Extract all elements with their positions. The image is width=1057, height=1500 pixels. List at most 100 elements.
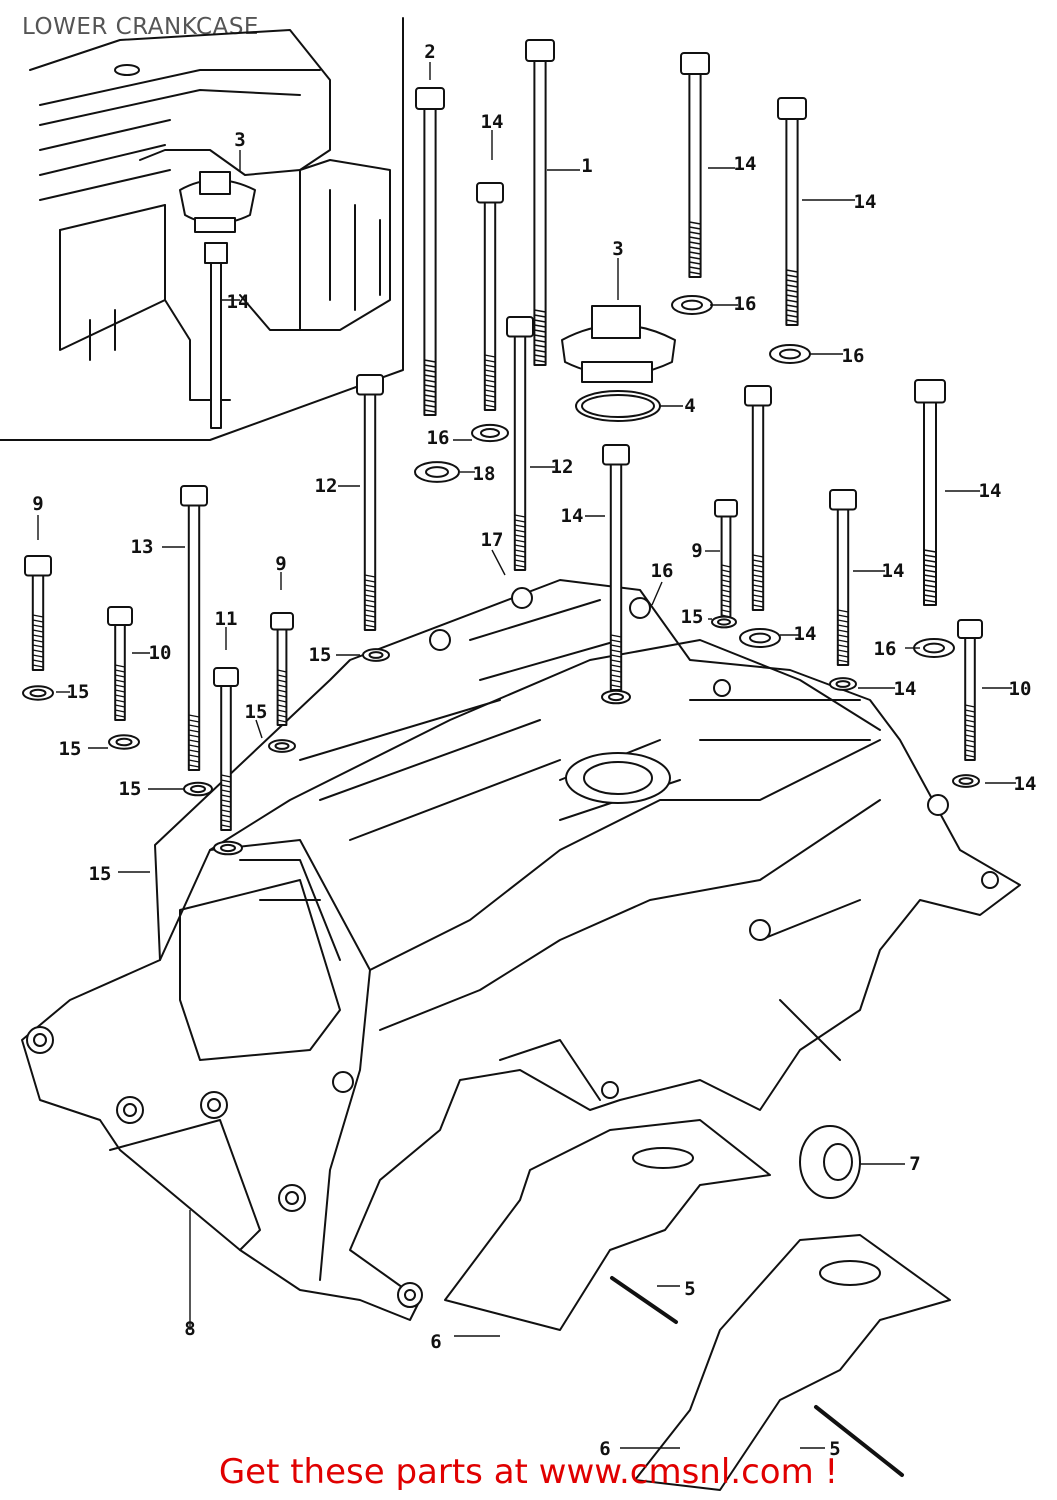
bolt — [506, 316, 534, 571]
callout-15: 15 — [119, 778, 185, 800]
callout-number: 9 — [691, 540, 702, 562]
bolt — [180, 485, 208, 771]
callout-16: 16 — [427, 427, 472, 449]
callout-14: 14 — [780, 623, 816, 645]
callout-number: 15 — [309, 644, 332, 666]
callout-15: 15 — [309, 644, 360, 666]
callout-number: 15 — [681, 606, 704, 628]
bolt — [829, 489, 857, 666]
callout-14: 14 — [985, 773, 1036, 795]
footer-link[interactable]: Get these parts at www.cmsnl.com ! — [218, 1452, 839, 1492]
callout-number: 5 — [829, 1438, 840, 1460]
callout-10: 10 — [982, 678, 1031, 700]
callout-number: 2 — [424, 41, 435, 63]
washer — [362, 648, 390, 662]
washer — [739, 628, 781, 648]
callout-10: 10 — [132, 642, 171, 664]
callout-number: 14 — [227, 291, 250, 313]
callout-number: 14 — [979, 480, 1002, 502]
washer — [22, 685, 54, 701]
callout-15: 15 — [56, 681, 89, 703]
callout-number: 14 — [481, 111, 504, 133]
washer — [601, 689, 631, 705]
callout-number: 18 — [473, 463, 496, 485]
washer — [268, 739, 296, 753]
washer — [213, 840, 243, 856]
callout-16: 16 — [810, 345, 864, 367]
callout-14: 14 — [802, 191, 876, 213]
callout-9: 9 — [275, 553, 287, 590]
callout-number: 3 — [612, 238, 623, 260]
callout-4: 4 — [660, 395, 696, 417]
leader-line — [651, 581, 663, 606]
callout-15: 15 — [89, 863, 150, 885]
callout-number: 7 — [909, 1153, 920, 1175]
callout-number: 12 — [315, 475, 338, 497]
callout-number: 11 — [215, 608, 238, 630]
callout-5: 5 — [800, 1438, 841, 1460]
callout-number: 13 — [131, 536, 154, 558]
filler-plug — [561, 305, 676, 422]
callout-number: 14 — [561, 505, 584, 527]
callout-number: 8 — [184, 1318, 195, 1340]
callout-number: 16 — [427, 427, 450, 449]
callout-number: 16 — [734, 293, 757, 315]
callout-7: 7 — [860, 1153, 921, 1175]
callout-6: 6 — [599, 1438, 680, 1460]
bolt — [957, 619, 983, 761]
leader-line — [491, 549, 506, 576]
washer — [108, 734, 140, 750]
callout-14: 14 — [561, 505, 605, 527]
callout-16: 16 — [651, 560, 673, 606]
bolt — [777, 97, 807, 326]
callout-number: 9 — [275, 553, 286, 575]
bolt — [356, 374, 384, 631]
callout-3: 3 — [612, 238, 624, 300]
callout-number: 14 — [882, 560, 905, 582]
callout-number: 14 — [1014, 773, 1037, 795]
callout-16: 16 — [874, 638, 920, 660]
bolt-group — [24, 39, 983, 831]
callout-1: 1 — [547, 155, 593, 177]
washer — [711, 615, 737, 629]
callout-number: 15 — [67, 681, 90, 703]
callout-number: 10 — [1009, 678, 1032, 700]
callout-number: 9 — [32, 493, 43, 515]
callout-number: 6 — [430, 1331, 441, 1353]
callout-14: 14 — [853, 560, 904, 582]
callout-number: 16 — [842, 345, 865, 367]
washer — [671, 295, 713, 315]
callout-18: 18 — [460, 463, 495, 485]
callout-number: 17 — [481, 529, 504, 551]
rubber-plug — [799, 1125, 861, 1199]
callout-14: 14 — [945, 480, 1001, 502]
callout-number: 4 — [684, 395, 695, 417]
bolt — [24, 555, 52, 671]
callout-14: 14 — [858, 678, 916, 700]
callout-5: 5 — [657, 1278, 696, 1300]
callout-9: 9 — [32, 493, 44, 540]
bolt — [525, 39, 555, 366]
bolt — [107, 606, 133, 721]
callout-number: 15 — [89, 863, 112, 885]
callout-number: 15 — [59, 738, 82, 760]
callout-number: 14 — [854, 191, 877, 213]
bolt — [680, 52, 710, 278]
bolt — [714, 499, 738, 621]
callout-9: 9 — [691, 540, 720, 562]
page-title: LOWER CRANKCASE — [22, 14, 259, 40]
callout-16: 16 — [710, 293, 756, 315]
callout-number: 10 — [149, 642, 172, 664]
washer — [769, 344, 811, 364]
callout-number: 1 — [581, 155, 592, 177]
callout-11: 11 — [215, 608, 238, 650]
washer-group — [22, 295, 980, 856]
bolt — [415, 87, 445, 416]
inset-detail — [0, 17, 404, 441]
callout-14: 14 — [481, 111, 504, 160]
callout-6: 6 — [430, 1331, 500, 1353]
callout-3: 3 — [234, 129, 246, 172]
callout-15: 15 — [245, 701, 267, 739]
